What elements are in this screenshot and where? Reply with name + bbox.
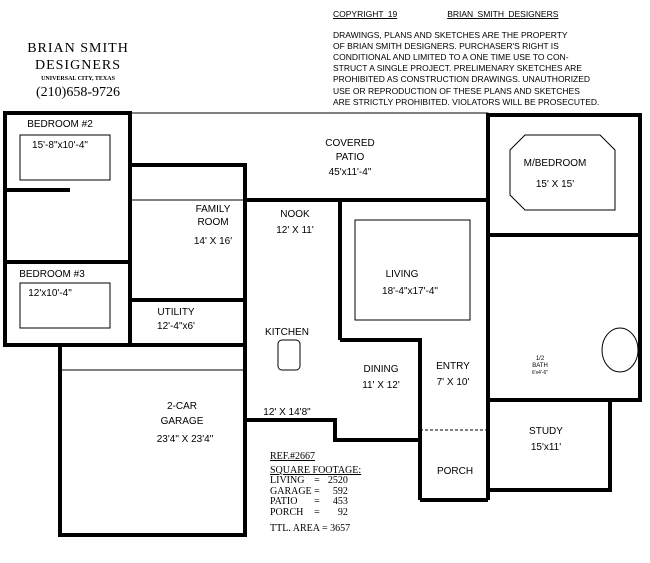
copyright-line: ARE STRICTLY PROHIBITED. VIOLATORS WILL … — [333, 96, 600, 107]
area-table: LIVING =2520 GARAGE =592 PATIO =453 PORC… — [270, 475, 348, 518]
master-label: M/BEDROOM — [524, 158, 587, 169]
nook-size: 12' X 11' — [276, 225, 314, 236]
area-value: 2520 — [327, 475, 348, 486]
copyright-line: STRUCT A SINGLE PROJECT. PRELIMENARY SKE… — [333, 63, 582, 74]
halfbath-label-1: 1/2 — [536, 356, 545, 362]
family-size: 14' X 16' — [194, 236, 232, 247]
entry-size: 7' X 10' — [437, 377, 470, 388]
room-labels: BEDROOM #2 15'-8"x10'-4" BEDROOM #3 12'x… — [19, 119, 586, 477]
brand-name-1: BRIAN SMITH — [27, 41, 129, 56]
bedroom2-size: 15'-8"x10'-4" — [32, 140, 88, 151]
copyright-line: OF BRIAN SMITH DESIGNERS. PURCHASER'S RI… — [333, 41, 559, 52]
area-value: 92 — [337, 506, 348, 518]
family-label-2: ROOM — [197, 217, 228, 228]
total-value: 3657 — [330, 523, 351, 534]
dining-size: 11' X 12' — [362, 380, 400, 391]
utility-size: 12'-4"x6' — [157, 321, 195, 332]
study-label: STUDY — [529, 426, 563, 437]
area-label: PATIO — [270, 496, 298, 507]
family-label-1: FAMILY — [196, 204, 231, 215]
copyright-line: USE OR REPRODUCTION OF THESE PLANS AND S… — [333, 85, 580, 96]
bedroom2-label: BEDROOM #2 — [27, 119, 93, 130]
master-size: 15' X 15' — [536, 179, 574, 190]
area-row: GARAGE =592 — [270, 485, 348, 497]
area-value: 453 — [332, 496, 348, 507]
copyright-notice: COPYRIGHT 19 BRIAN SMITH DESIGNERS DRAWIN… — [333, 9, 599, 108]
garage-size: 23'4" X 23'4" — [157, 434, 214, 445]
halfbath-label-2: BATH — [532, 363, 548, 369]
area-label: GARAGE — [270, 485, 312, 497]
area-label: PORCH — [270, 506, 304, 518]
kitchen-size: 12' X 14'8" — [263, 407, 311, 418]
garage-label-1: 2-CAR — [167, 401, 197, 412]
nook-label: NOOK — [280, 209, 310, 220]
total-area: TTL. AREA = 3657 — [270, 523, 351, 534]
study-size: 15'x11' — [531, 442, 561, 453]
detail-lines — [19, 112, 639, 431]
area-row: PATIO =453 — [270, 496, 348, 507]
utility-label: UTILITY — [157, 307, 195, 318]
brand-city: UNIVERSAL CITY, TEXAS — [41, 76, 115, 82]
brand-name-2: DESIGNERS — [34, 58, 121, 73]
designer-brand: BRIAN SMITH DESIGNERS UNIVERSAL CITY, TE… — [18, 40, 138, 101]
copyright-line: PROHIBITED AS CONSTRUCTION DRAWINGS. UNA… — [333, 74, 591, 85]
living-size: 18'-4"x17'-4" — [382, 286, 438, 297]
kitchen-label: KITCHEN — [265, 327, 309, 338]
square-footage-summary: REF.#2667 SQUARE FOOTAGE: LIVING =2520 G… — [270, 451, 362, 535]
entry-label: ENTRY — [436, 361, 470, 372]
copyright-company: BRIAN SMITH DESIGNERS — [447, 9, 559, 19]
living-label: LIVING — [386, 269, 419, 280]
garage-label-2: GARAGE — [161, 416, 204, 427]
copyright-line: CONDITIONAL AND LIMITED TO A ONE TIME US… — [333, 52, 569, 63]
patio-size: 45'x11'-4" — [329, 167, 372, 178]
bedroom3-size: 12'x10'-4" — [28, 288, 72, 299]
halfbath-size: 6'x4'-6" — [532, 370, 548, 376]
patio-label-1: COVERED — [325, 138, 374, 149]
area-row: PORCH =92 — [270, 506, 348, 518]
area-value: 592 — [332, 485, 348, 497]
total-label: TTL. AREA — [270, 523, 320, 534]
bedroom3-label: BEDROOM #3 — [19, 269, 85, 280]
porch-label: PORCH — [437, 466, 473, 477]
ref-number: REF.#2667 — [270, 451, 316, 462]
summary-heading: SQUARE FOOTAGE: — [270, 464, 362, 476]
copyright-heading: COPYRIGHT 19 — [333, 9, 398, 19]
brand-phone: (210)658-9726 — [36, 85, 120, 100]
area-row: LIVING =2520 — [270, 475, 348, 486]
area-label: LIVING — [270, 475, 305, 486]
patio-label-2: PATIO — [336, 152, 365, 163]
dining-label: DINING — [364, 364, 399, 375]
copyright-line: DRAWINGS, PLANS AND SKETCHES ARE THE PRO… — [333, 30, 568, 41]
